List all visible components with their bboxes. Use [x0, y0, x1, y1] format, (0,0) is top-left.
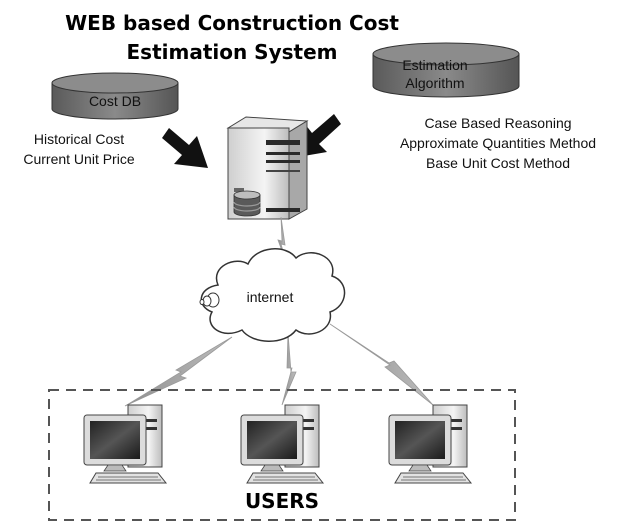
algorithm-item-base-unit-cost: Base Unit Cost Method [426, 155, 570, 171]
algorithm-item-case-based-reasoning: Case Based Reasoning [424, 115, 571, 131]
connection-internet-user-right [329, 323, 434, 406]
server-icon [226, 116, 309, 220]
users-label: USERS [245, 489, 319, 513]
cost-db-item-current-unit-price: Current Unit Price [23, 151, 134, 167]
connection-internet-user-center [281, 332, 297, 406]
cost-db-item-historical-cost: Historical Cost [34, 131, 124, 147]
estimation-algorithm-label-line-1: Estimation [402, 57, 467, 73]
database-icon [233, 190, 261, 217]
arrow-left-icon [162, 128, 208, 168]
title-line-1: WEB based Construction Cost [65, 11, 399, 35]
connection-internet-user-left [124, 336, 233, 407]
internet-cloud-icon [199, 248, 346, 342]
algorithm-item-approximate-quantities: Approximate Quantities Method [400, 135, 596, 151]
user-computer-icon [240, 404, 325, 484]
cost-db-label: Cost DB [89, 93, 141, 109]
estimation-algorithm-cylinder [372, 42, 520, 98]
title-line-2: Estimation System [127, 40, 338, 64]
user-computer-icon [388, 404, 473, 484]
users-group-box [48, 389, 516, 521]
cost-db-cylinder [51, 72, 179, 120]
user-computer-icon [83, 404, 168, 484]
estimation-algorithm-label-line-2: Algorithm [405, 75, 464, 91]
internet-label: internet [247, 289, 294, 305]
